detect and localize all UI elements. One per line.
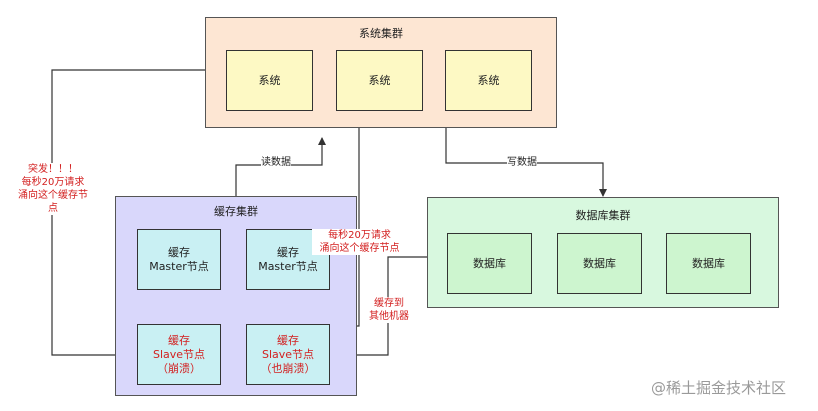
database-cluster-title: 数据库集群 — [575, 209, 631, 222]
write-data-label: 写数据 — [507, 157, 537, 169]
database-node: 数据库 — [447, 233, 532, 294]
read-data-label: 读数据 — [261, 157, 291, 169]
system-cluster: 系统集群 系统 系统 系统 — [205, 17, 557, 128]
cache-slave-node-crashed: 缓存 Slave节点 （崩溃） — [137, 324, 221, 385]
database-node: 数据库 — [666, 233, 751, 294]
cache-master-node: 缓存 Master节点 — [137, 229, 221, 290]
database-cluster: 数据库集群 数据库 数据库 数据库 — [427, 197, 779, 308]
per-second-requests-label: 每秒20万请求 涌向这个缓存节点 — [312, 229, 407, 255]
watermark: @稀土掘金技术社区 — [651, 379, 787, 397]
system-node: 系统 — [336, 50, 423, 111]
system-node: 系统 — [226, 50, 313, 111]
burst-alert-label: 突发！！！ 每秒20万请求 涌向这个缓存节点 — [14, 163, 92, 215]
system-cluster-title: 系统集群 — [359, 27, 403, 40]
database-node: 数据库 — [557, 233, 642, 294]
system-node: 系统 — [445, 50, 532, 111]
cache-cluster-title: 缓存集群 — [214, 205, 258, 218]
cache-slave-node-also-crashed: 缓存 Slave节点 （也崩溃） — [246, 324, 330, 385]
cache-cluster: 缓存集群 缓存 Master节点 缓存 Master节点 缓存 Slave节点 … — [115, 196, 357, 396]
cache-to-other-machine-label: 缓存到 其他机器 — [365, 297, 413, 323]
